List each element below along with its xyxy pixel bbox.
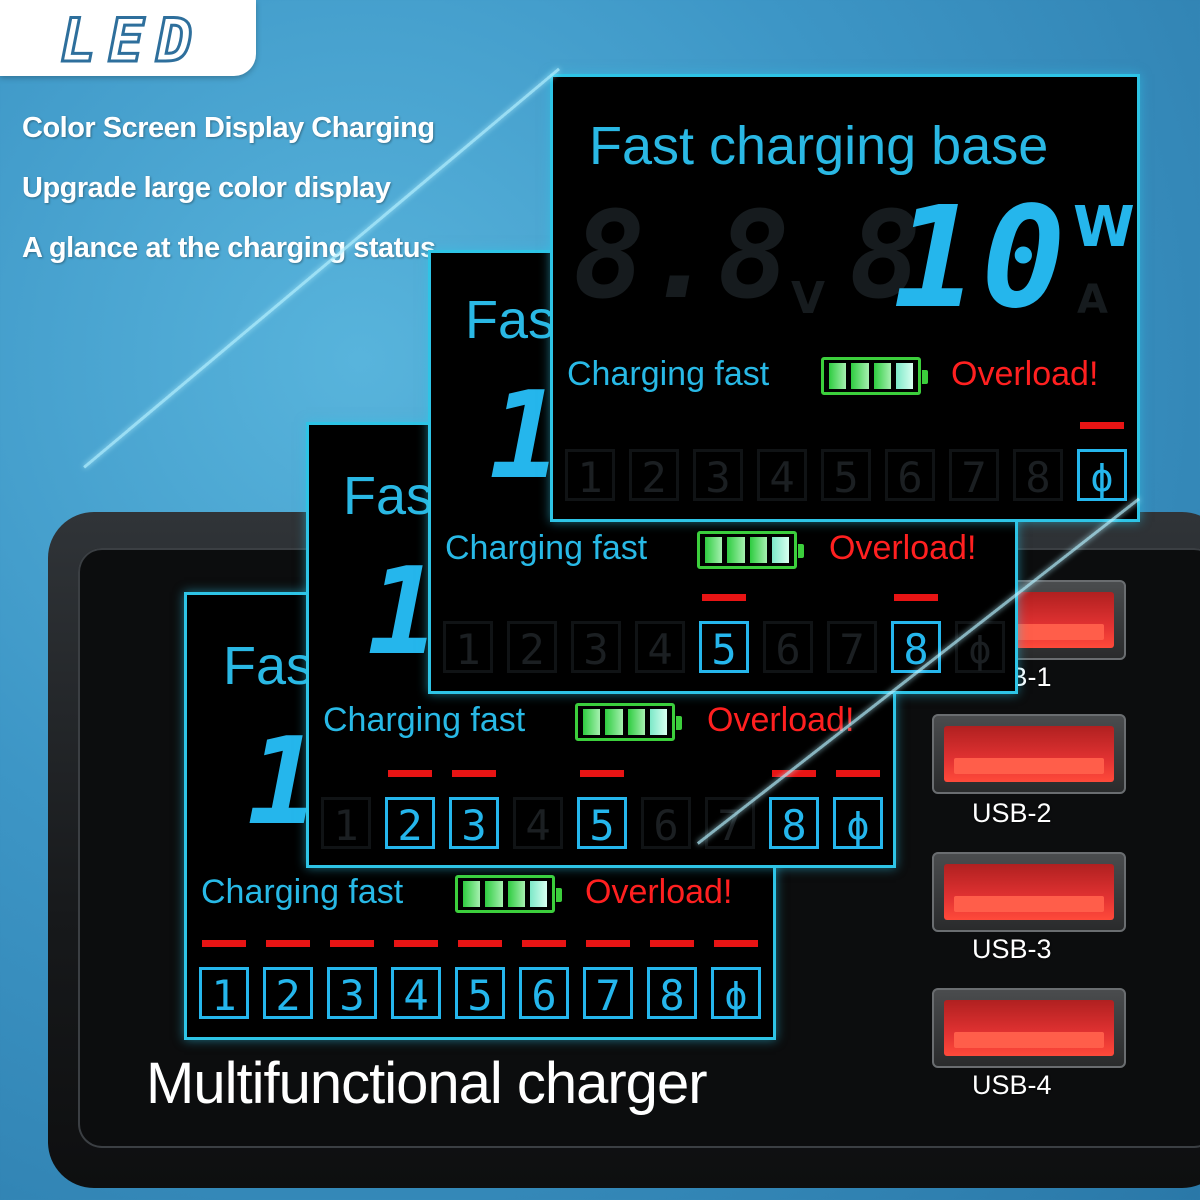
panel-4-title: Fas (223, 636, 314, 696)
port-indicator-1: 1 (199, 940, 249, 1020)
overload-bar (330, 940, 374, 947)
overload-bar (266, 940, 310, 947)
port-indicator-3: 3 (449, 770, 499, 850)
panel-main-charging-label: Charging fast (567, 355, 770, 393)
port-indicator-4: 4 (757, 449, 807, 502)
port-indicator-5: 5 (821, 449, 871, 502)
overload-bar (772, 770, 816, 777)
brand-title: Multifunctional charger (146, 1051, 708, 1116)
overload-bar (388, 770, 432, 777)
overload-bar (586, 940, 630, 947)
usb-port-4[interactable] (932, 988, 1126, 1068)
panel-2-title: Fas (465, 290, 556, 350)
port-indicator-7: 7 (949, 449, 999, 502)
port-indicator-1: 1 (443, 621, 493, 674)
overload-bar (202, 940, 246, 947)
usb-port-4-label: USB-4 (972, 1070, 1052, 1100)
panel-2-charging-label: Charging fast (445, 529, 648, 567)
port-indicator-2: 2 (385, 770, 435, 850)
usb-port-2-label: USB-2 (972, 798, 1052, 828)
wireless-charge-icon: ϕ (955, 621, 1005, 673)
port-indicator-8: 8 (1013, 449, 1063, 502)
panel-2-overload-label: Overload! (829, 529, 977, 567)
panel-main-battery-icon (821, 357, 928, 395)
port-indicator-2: 2 (507, 621, 557, 674)
port-indicator-4: 4 (635, 621, 685, 674)
panel-2-digit: 1 (489, 367, 562, 506)
port-indicator-6: 6 (641, 797, 691, 850)
port-indicator-2: 2 (629, 449, 679, 502)
port-indicator-8: 8 (769, 770, 819, 850)
port-indicator-5: 5 (577, 770, 627, 850)
tagline-1: Color Screen Display Charging (22, 112, 435, 144)
overload-bar (458, 940, 502, 947)
overload-bar (714, 940, 758, 947)
usb-port-3-label: USB-3 (972, 934, 1052, 964)
wireless-charge-icon: ϕ (711, 940, 761, 1019)
overload-bar (702, 594, 746, 601)
port-indicator-8: 8 (891, 594, 941, 674)
port-indicator-4: 4 (513, 797, 563, 850)
port-indicator-6: 6 (885, 449, 935, 502)
usb-port-2[interactable] (932, 714, 1126, 794)
port-indicator-3: 3 (693, 449, 743, 502)
panel-main-overload-label: Overload! (951, 355, 1099, 393)
usb-port-3[interactable] (932, 852, 1126, 932)
port-indicator-2: 2 (263, 940, 313, 1020)
overload-bar (1080, 422, 1124, 429)
port-indicator-8: 8 (647, 940, 697, 1020)
overload-bar (894, 594, 938, 601)
port-indicator-1: 1 (321, 797, 371, 850)
port-indicator-4: 4 (391, 940, 441, 1020)
display-panel-main: Fast charging base 8.8 V 8 10 W A Chargi… (550, 74, 1140, 522)
panel-3-battery-icon (575, 703, 682, 741)
port-indicator-7: 7 (827, 621, 877, 674)
wireless-charge-icon: ϕ (1077, 422, 1127, 501)
panel-main-watt-unit: W (1073, 195, 1135, 260)
port-indicator-3: 3 (571, 621, 621, 674)
tagline-3: A glance at the charging status (22, 232, 436, 264)
overload-bar (650, 940, 694, 947)
wireless-charge-icon: ϕ (833, 770, 883, 849)
overload-bar (836, 770, 880, 777)
port-indicator-5: 5 (455, 940, 505, 1020)
panel-3-charging-label: Charging fast (323, 701, 526, 739)
panel-main-watt-value: 10 (893, 177, 1070, 340)
overload-bar (394, 940, 438, 947)
panel-3-overload-label: Overload! (707, 701, 855, 739)
panel-4-charging-label: Charging fast (201, 873, 404, 911)
overload-bar (522, 940, 566, 947)
port-indicator-5: 5 (699, 594, 749, 674)
overload-bar (452, 770, 496, 777)
panel-4-overload-label: Overload! (585, 873, 733, 911)
overload-bar (580, 770, 624, 777)
port-indicator-1: 1 (565, 449, 615, 502)
panel-main-watt-dim: 8 (849, 187, 922, 326)
port-indicator-7: 7 (583, 940, 633, 1020)
panel-4-battery-icon (455, 875, 562, 913)
tagline-2: Upgrade large color display (22, 172, 391, 204)
led-badge-text: LED (58, 5, 205, 78)
led-badge: LED (0, 0, 256, 78)
port-indicator-6: 6 (763, 621, 813, 674)
panel-3-title: Fas (343, 466, 434, 526)
panel-main-amp-unit: A (1077, 277, 1108, 323)
panel-main-title: Fast charging base (589, 116, 1049, 176)
panel-3-digit: 1 (367, 543, 440, 682)
panel-main-volt-digits: 8.8 (573, 187, 790, 326)
panel-2-battery-icon (697, 531, 804, 569)
port-indicator-6: 6 (519, 940, 569, 1020)
panel-main-volt-unit: V (791, 273, 826, 324)
port-indicator-3: 3 (327, 940, 377, 1020)
